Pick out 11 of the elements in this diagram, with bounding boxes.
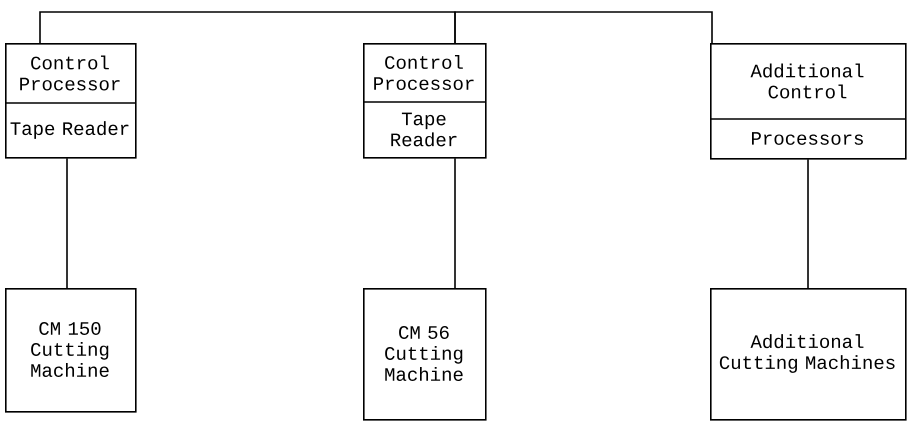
connector-line xyxy=(39,11,456,43)
process-box: CM 150 Cutting Machine xyxy=(5,288,137,413)
process-box: Control Processor Tape Reader xyxy=(363,43,487,159)
connector-line xyxy=(807,160,809,288)
process-box: Additional Control Processors xyxy=(710,43,907,160)
connector-line xyxy=(454,11,713,43)
connector-line xyxy=(454,158,456,288)
connector-line xyxy=(66,158,68,288)
process-box: Additional Cutting Machines xyxy=(710,288,907,421)
process-box: Control Processor Tape Reader xyxy=(5,43,137,159)
process-box: CM 56 Cutting Machine xyxy=(363,288,487,421)
